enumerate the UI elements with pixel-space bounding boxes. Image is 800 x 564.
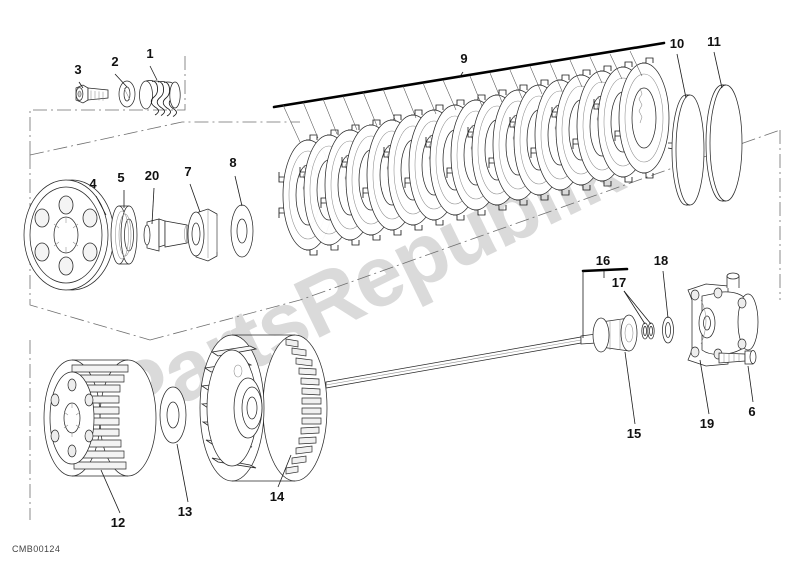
leaders-group-e [581,267,754,425]
slave-cylinder-body-shape [687,272,759,367]
frame-top-left-diag [29,121,300,156]
slave-cylinder-group [325,272,759,389]
retaining-ring-outer-shape [705,84,743,202]
callout-10: 10 [670,36,684,51]
frame-mid-diag [149,129,781,341]
callout-13: 13 [178,504,192,519]
thrust-washer-shape [230,204,254,258]
clutch-plate-stack-group [278,57,743,256]
retaining-ring-inner-shape [671,94,705,206]
stack-leader-fan [282,50,643,143]
pressure-plate-group [23,179,254,291]
leaders-group-b [95,175,243,225]
callout-15: 15 [627,426,641,441]
stack-bracket [272,41,666,109]
clutch-basket-shape [199,334,328,482]
leaders-group-d [100,443,292,514]
callout-4: 4 [89,176,97,191]
spring-assembly-group [75,80,181,117]
leaders-group-a [78,65,158,89]
lock-nut-shape [187,208,218,262]
callout-1: 1 [146,46,153,61]
pushrod-pin-shape [143,218,190,252]
callout-18: 18 [654,253,668,268]
callout-5: 5 [117,170,124,185]
clutch-plates [278,57,674,256]
callout-2: 2 [111,54,118,69]
callout-11: 11 [707,34,721,49]
drawing-code: CMB00124 [12,544,60,554]
seal-washer-shape [662,316,674,344]
pressure-plate-shape [23,179,115,291]
pushrod-shape [325,333,597,389]
callout-9: 9 [460,51,467,66]
bearing-shape [110,205,138,265]
callout-6: 6 [748,404,755,419]
section-frames [29,52,781,520]
cylinder-bolt-shape [718,350,757,365]
clutch-spring-shape [139,80,181,117]
spring-bolt-shape [75,84,109,104]
hub-basket-group [43,334,328,482]
callout-labels: 1 2 3 4 5 20 7 8 9 10 11 12 13 14 15 16 … [74,34,755,530]
callout-16: 16 [596,253,610,268]
callout-12: 12 [111,515,125,530]
callout-19: 19 [700,416,714,431]
hub-washer-shape [159,386,187,444]
callout-14: 14 [270,489,285,504]
callout-17: 17 [612,275,626,290]
frame-midleft [29,155,151,341]
slave-piston-shape [592,314,638,353]
piston-seals-shape [641,322,655,340]
callout-20: 20 [145,168,159,183]
stack-bracket-group [272,41,723,143]
callout-3: 3 [74,62,81,77]
callout-8: 8 [229,155,236,170]
frame-top-left [29,52,186,155]
callout-7: 7 [184,164,191,179]
pushrod-bracket [581,267,629,273]
spring-cap-shape [118,80,136,108]
clutch-hub-shape [43,359,157,477]
